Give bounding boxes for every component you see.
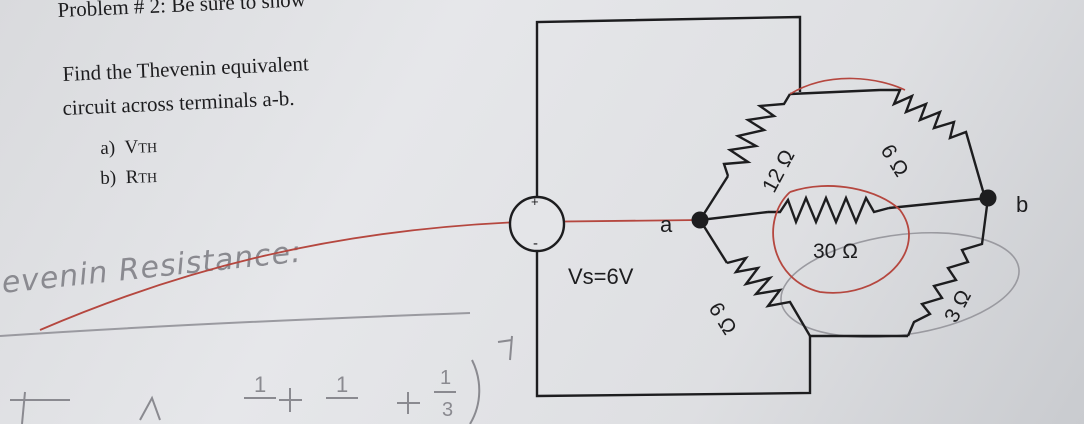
node-a-label: a xyxy=(660,212,673,237)
red-ink-curve xyxy=(39,219,701,331)
wire-a-to-30 xyxy=(699,210,769,222)
red-ink-loop xyxy=(772,185,910,294)
handwritten-fractions xyxy=(10,335,513,424)
pencil-ellipse xyxy=(780,231,1020,339)
pencil-stroke-3 xyxy=(139,395,161,421)
node-b-dot xyxy=(979,189,997,207)
plus-sign-1 xyxy=(279,388,302,412)
resistor-6-top xyxy=(880,88,987,199)
source-label: Vs=6V xyxy=(568,264,634,289)
pencil-underline xyxy=(0,312,471,337)
resistors xyxy=(722,88,990,337)
wire-a-to-12 xyxy=(698,175,730,221)
label-r12: 12 Ω xyxy=(758,146,799,196)
label-r6-bottom: 6 Ω xyxy=(704,298,741,338)
label-r6-top: 6 Ω xyxy=(876,140,913,180)
voltage-source xyxy=(508,195,566,253)
wire-top-mid xyxy=(789,88,881,96)
source-plus: + xyxy=(531,194,539,209)
resistor-12 xyxy=(722,93,792,177)
red-ink-top-arc xyxy=(789,77,906,95)
fraction-num-2: 1 xyxy=(336,372,348,397)
wires xyxy=(535,15,989,398)
exponent-mark xyxy=(497,335,513,361)
source-minus: - xyxy=(533,235,538,252)
fraction-num-1: 1 xyxy=(254,372,266,397)
node-a-dot xyxy=(691,211,709,229)
fraction-den-3: 3 xyxy=(442,399,453,421)
resistor-30 xyxy=(768,194,890,226)
node-b-label: b xyxy=(1016,192,1028,217)
pencil-stroke-2 xyxy=(21,391,26,424)
wire-30-to-b xyxy=(888,196,989,210)
plus-sign-2 xyxy=(397,392,420,414)
resistor-6-bottom xyxy=(726,255,812,337)
wire-bottom xyxy=(535,250,812,398)
resistor-3 xyxy=(906,197,990,337)
paren-close xyxy=(469,359,481,424)
label-r3: 3 Ω xyxy=(940,286,976,326)
wire-top xyxy=(535,15,802,197)
fraction-num-3: 1 xyxy=(440,367,451,389)
label-r30: 30 Ω xyxy=(813,240,858,263)
